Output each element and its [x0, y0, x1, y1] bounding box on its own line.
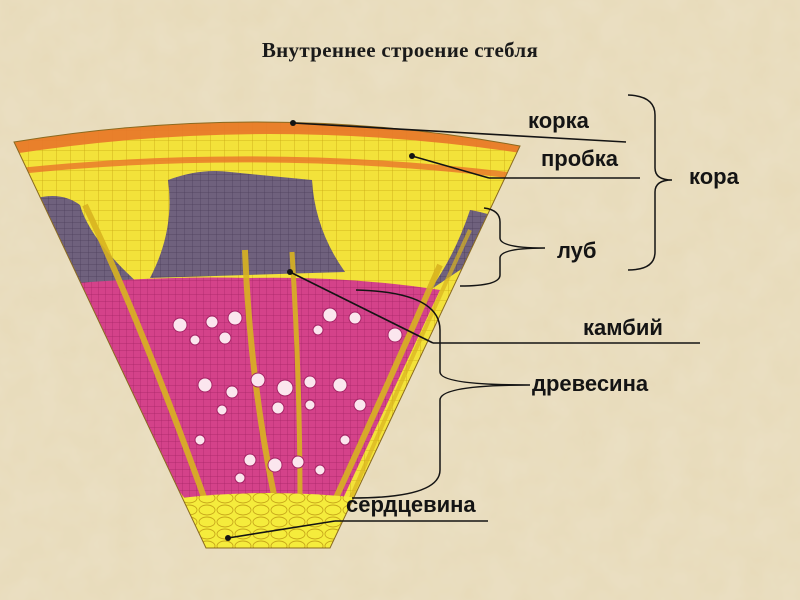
label-korka: корка — [528, 108, 589, 133]
label-drevesina: древесина — [532, 371, 649, 396]
label-kora: кора — [689, 164, 739, 189]
label-serdcevina: сердцевина — [346, 492, 476, 517]
label-lub: луб — [557, 238, 597, 263]
label-kambiy: камбий — [583, 315, 663, 340]
page-title: Внутреннее строение стебля — [261, 38, 539, 62]
label-probka: пробка — [541, 146, 618, 171]
